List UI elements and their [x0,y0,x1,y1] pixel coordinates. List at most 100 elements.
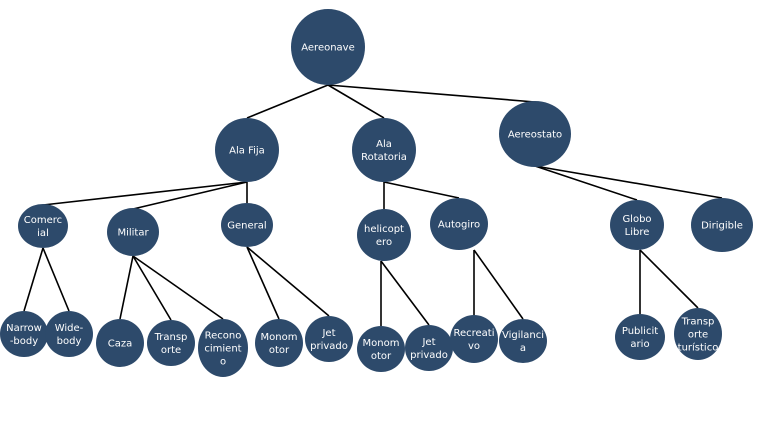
node-recreativo: Recreati vo [450,315,498,363]
node-general: General [221,203,273,247]
node-label-monomotor-heli-line-1: otor [371,351,392,362]
node-shape-general [221,203,273,247]
node-label-recreativo-line-0: Recreati [453,328,494,339]
node-label-reconocimiento-line-1: cimient [204,344,241,355]
node-reconocimiento: Recono cimient o [198,319,248,377]
node-label-transporte-turistico-line-1: orte [688,330,708,341]
node-label-transporte-turistico-line-0: Transp [681,317,715,328]
node-label-publicitario-line-1: ario [630,339,649,350]
node-label-reconocimiento-line-2: o [220,357,226,368]
node-label-publicitario-line-0: Publicit [622,326,658,337]
node-shape-vigilancia [499,319,547,363]
node-label-reconocimiento-line-0: Recono [205,331,242,342]
node-label-militar-line-0: Militar [117,228,149,239]
node-shape-jet-privado-heli [405,325,453,371]
node-shape-recreativo [450,315,498,363]
node-aereostato: Aereostato [499,101,571,167]
node-label-helicoptero-line-1: ero [376,237,392,248]
edge-ala-fija-to-comercial [42,181,248,206]
node-label-globo-libre-line-1: Libre [625,227,650,238]
node-shape-narrow-body [0,311,48,357]
edge-general-to-monomotor-general [246,246,280,320]
node-publicitario: Publicit ario [615,314,665,360]
node-label-narrow-body-line-1: -body [10,336,38,347]
node-monomotor-general: Monom otor [255,319,303,367]
node-shape-comercial [18,204,68,248]
node-jet-privado-general: Jet privado [305,316,353,362]
edge-comercial-to-narrow-body [23,247,44,312]
edge-comercial-to-wide-body [42,247,70,312]
node-label-general-line-0: General [227,221,266,232]
node-shape-publicitario [615,314,665,360]
edges-layer [23,84,723,326]
node-label-vigilancia-line-0: Vigilanci [502,330,544,341]
node-autogiro: Autogiro [430,198,488,250]
node-label-aereostato-line-0: Aereostato [508,130,562,141]
node-narrow-body: Narrow -body [0,311,48,357]
node-label-helicoptero-line-0: helicopt [364,224,404,235]
node-comercial: Comerc ial [18,204,68,248]
node-label-comercial-line-1: ial [37,228,49,239]
node-shape-aeronave [291,9,365,85]
node-label-jet-privado-heli-line-0: Jet [421,337,435,348]
node-wide-body: Wide-body [45,311,93,357]
node-ala-fija: Ala Fija [215,118,279,182]
node-shape-transporte-militar [147,320,195,366]
node-label-monomotor-general-line-1: otor [269,345,290,356]
node-shape-globo-libre [610,200,664,250]
edge-autogiro-to-vigilancia [473,249,524,320]
node-label-autogiro-line-0: Autogiro [438,220,480,231]
node-militar: Militar [107,208,159,256]
node-shape-monomotor-heli [357,326,405,372]
edge-globo-libre-to-transporte-turistico [639,249,699,309]
node-shape-wide-body [45,311,93,357]
edge-helicoptero-to-jet-privado-heli [380,260,430,326]
node-label-ala-rotatoria-line-1: Rotatoria [361,152,407,163]
edge-aeronave-to-ala-fija [246,84,329,119]
node-label-jet-privado-general-line-1: privado [310,341,348,352]
node-shape-ala-fija [215,118,279,182]
node-label-vigilancia-line-1: a [520,343,526,354]
node-shape-ala-rotatoria [352,118,416,182]
node-label-monomotor-heli-line-0: Monom [363,338,400,349]
node-shape-reconocimiento [198,319,248,377]
node-helicoptero: helicopt ero [357,209,411,261]
node-monomotor-heli: Monom otor [357,326,405,372]
node-label-monomotor-general-line-0: Monom [261,332,298,343]
node-label-ala-rotatoria-line-0: Ala [376,139,392,150]
node-label-recreativo-line-1: vo [468,341,480,352]
node-shape-monomotor-general [255,319,303,367]
node-label-transporte-militar-line-0: Transp [154,332,188,343]
edge-militar-to-reconocimiento [132,255,224,320]
node-shape-aereostato [499,101,571,167]
node-aeronave: Aereonave [291,9,365,85]
node-label-jet-privado-heli-line-1: privado [410,350,448,361]
edge-aeronave-to-ala-rotatoria [327,84,385,119]
node-label-comercial-line-0: Comerc [24,215,62,226]
node-label-wide-body-line-1: body [57,336,82,347]
node-label-narrow-body-line-0: Narrow [6,323,42,334]
edge-general-to-jet-privado-general [246,246,330,317]
node-label-aeronave-line-0: Aereonave [301,43,355,54]
edge-ala-fija-to-militar [132,181,248,210]
node-shape-jet-privado-general [305,316,353,362]
node-label-jet-privado-general-line-0: Jet [321,328,335,339]
node-label-dirigible-line-0: Dirigible [701,221,743,232]
node-shape-caza [96,319,144,367]
node-label-wide-body-line-0: Wide- [55,323,84,334]
node-jet-privado-heli: Jet privado [405,325,453,371]
node-shape-autogiro [430,198,488,250]
node-dirigible: Dirigible [691,198,753,252]
edge-ala-rotatoria-to-autogiro [383,181,460,199]
node-shape-transporte-turistico [674,308,722,360]
edge-militar-to-caza [119,255,134,320]
node-shape-militar [107,208,159,256]
edge-aeronave-to-aereostato [327,84,536,103]
node-label-caza-line-0: Caza [108,339,133,350]
edge-aereostato-to-dirigible [534,165,723,199]
